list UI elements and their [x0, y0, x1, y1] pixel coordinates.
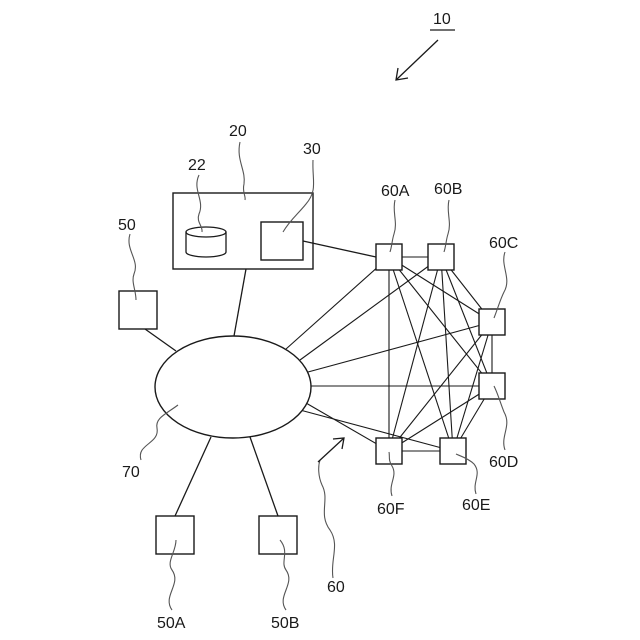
node-mesh-links [286, 257, 492, 451]
label-node-e: 60E [462, 497, 490, 514]
leader-device-50 [129, 234, 136, 300]
leader-node-group [319, 460, 335, 578]
label-device-b: 50B [271, 615, 299, 632]
node-60a-box [376, 244, 402, 270]
label-node-b: 60B [434, 181, 462, 198]
link-network-server [234, 269, 246, 336]
label-system: 10 [433, 11, 451, 28]
label-server-unit: 30 [303, 141, 321, 158]
label-node-a: 60A [381, 183, 410, 200]
label-server: 20 [229, 123, 247, 140]
node-60d-box [479, 373, 505, 399]
system-reference: 10 [396, 11, 455, 80]
node-60c-box [479, 309, 505, 335]
link-network-device-50b [250, 437, 278, 516]
link-network-device-50a [175, 437, 211, 516]
node-60e-box [440, 438, 466, 464]
server-20 [173, 193, 313, 269]
leader-server [239, 142, 245, 200]
device-50b-box [259, 516, 297, 554]
server-unit-box [261, 222, 303, 260]
node-group-arrow-shaft [318, 438, 344, 462]
system-arrow-shaft [396, 40, 438, 80]
link-server-node-60a [303, 241, 376, 257]
label-device-a: 50A [157, 615, 186, 632]
node-60f-box [376, 438, 402, 464]
leader-node-60c [494, 252, 507, 318]
node-60b-box [428, 244, 454, 270]
label-network: 70 [122, 464, 140, 481]
network-70-ellipse [155, 336, 311, 438]
label-node-group: 60 [327, 579, 345, 596]
label-node-c: 60C [489, 235, 518, 252]
device-50-box [119, 291, 157, 329]
link-network-device-50 [145, 329, 176, 351]
label-node-f: 60F [377, 501, 405, 518]
label-node-d: 60D [489, 454, 518, 471]
label-device: 50 [118, 217, 136, 234]
label-storage: 22 [188, 157, 206, 174]
